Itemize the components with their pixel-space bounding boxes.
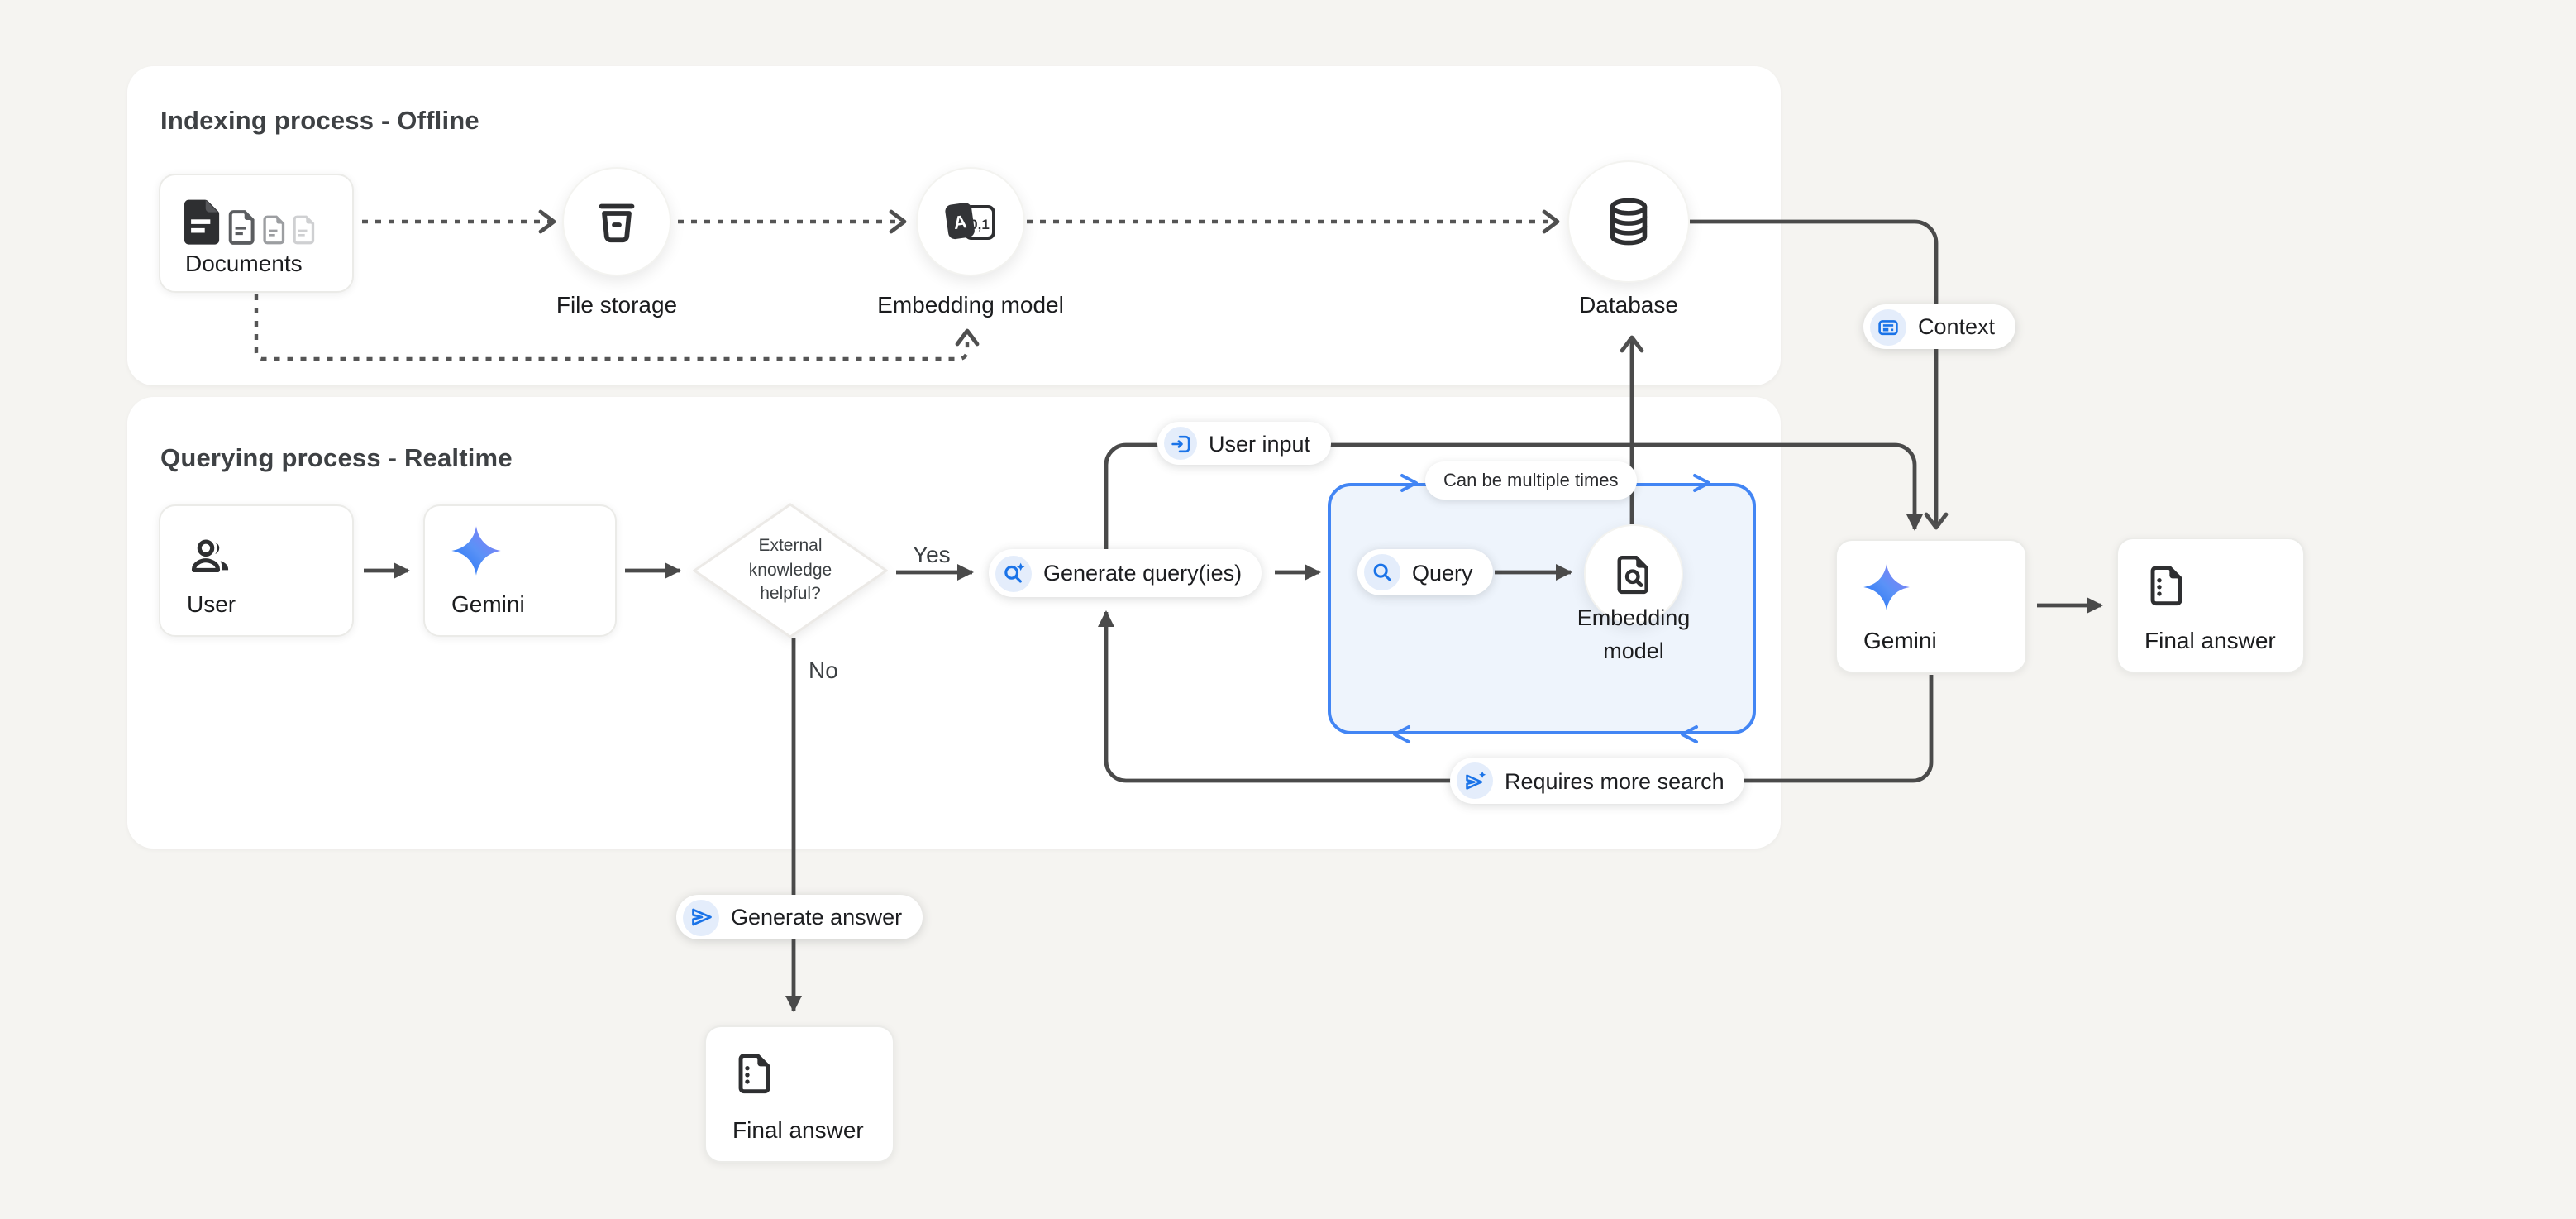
node-final-answer-direct: Final answer bbox=[704, 1025, 894, 1163]
node-embedding-model: 0,1 A bbox=[916, 167, 1025, 276]
documents-icon bbox=[184, 198, 316, 245]
gemini-answer-label: Gemini bbox=[1863, 627, 1937, 653]
embedding-model-query-label: Embedding model bbox=[1577, 605, 1691, 663]
bucket-icon bbox=[599, 203, 635, 243]
edge-label-no: No bbox=[809, 657, 838, 683]
node-gemini-answer: Gemini bbox=[1835, 539, 2027, 673]
final-answer-label: Final answer bbox=[2144, 627, 2276, 653]
article-icon bbox=[1870, 308, 1906, 345]
node-user: User bbox=[159, 504, 354, 637]
node-embedding-model-query bbox=[1584, 524, 1683, 624]
user-input-label: User input bbox=[1209, 431, 1311, 456]
edge-label-yes: Yes bbox=[913, 541, 951, 567]
query-pill: Query bbox=[1357, 549, 1493, 595]
node-file-storage bbox=[562, 167, 671, 276]
node-final-answer: Final answer bbox=[2116, 538, 2305, 673]
translate-embedding-icon: 0,1 A bbox=[945, 203, 995, 240]
document-icon bbox=[738, 1054, 770, 1094]
node-database bbox=[1567, 160, 1690, 283]
database-icon bbox=[1610, 198, 1648, 246]
requires-more-search-pill: Requires more search bbox=[1450, 758, 1744, 804]
documents-label: Documents bbox=[185, 250, 303, 276]
final-answer-direct-label: Final answer bbox=[732, 1116, 864, 1143]
context-badge: Context bbox=[1863, 304, 2015, 349]
panel-indexing-title: Indexing process - Offline bbox=[160, 108, 479, 136]
gemini-star-icon bbox=[1863, 564, 1910, 610]
gemini-star-icon bbox=[451, 526, 501, 576]
node-gemini-query: Gemini bbox=[423, 504, 617, 637]
send-sparkle-icon bbox=[1457, 762, 1493, 799]
panel-querying-title: Querying process - Realtime bbox=[160, 445, 513, 473]
svg-text:0,1: 0,1 bbox=[970, 217, 990, 232]
requires-more-search-label: Requires more search bbox=[1505, 768, 1724, 793]
search-sparkle-icon bbox=[995, 555, 1032, 591]
can-be-multiple-times-label: Can be multiple times bbox=[1443, 471, 1619, 490]
generate-queries-label: Generate query(ies) bbox=[1043, 561, 1243, 586]
svg-text:A: A bbox=[952, 211, 968, 233]
login-icon bbox=[1164, 427, 1197, 460]
can-be-multiple-times-pill: Can be multiple times bbox=[1425, 461, 1637, 500]
user-input-badge: User input bbox=[1157, 422, 1331, 465]
generate-answer-pill: Generate answer bbox=[676, 895, 923, 939]
file-storage-label: File storage bbox=[556, 291, 678, 318]
query-label: Query bbox=[1412, 560, 1473, 585]
decision-label: External knowledge helpful? bbox=[748, 536, 832, 605]
generate-answer-label: Generate answer bbox=[731, 905, 903, 930]
document-icon bbox=[2150, 566, 2182, 606]
node-decision: External knowledge helpful? bbox=[692, 503, 889, 638]
generate-queries-pill: Generate query(ies) bbox=[989, 549, 1262, 597]
embedding-model-label: Embedding model bbox=[877, 291, 1064, 318]
search-icon bbox=[1364, 554, 1400, 590]
database-label: Database bbox=[1579, 291, 1678, 318]
context-label: Context bbox=[1918, 314, 1996, 339]
send-icon bbox=[683, 899, 719, 935]
node-documents: Documents bbox=[159, 174, 354, 293]
gemini-query-label: Gemini bbox=[451, 590, 525, 617]
document-search-icon bbox=[1616, 555, 1648, 594]
users-icon bbox=[191, 539, 229, 572]
user-label: User bbox=[187, 590, 236, 617]
